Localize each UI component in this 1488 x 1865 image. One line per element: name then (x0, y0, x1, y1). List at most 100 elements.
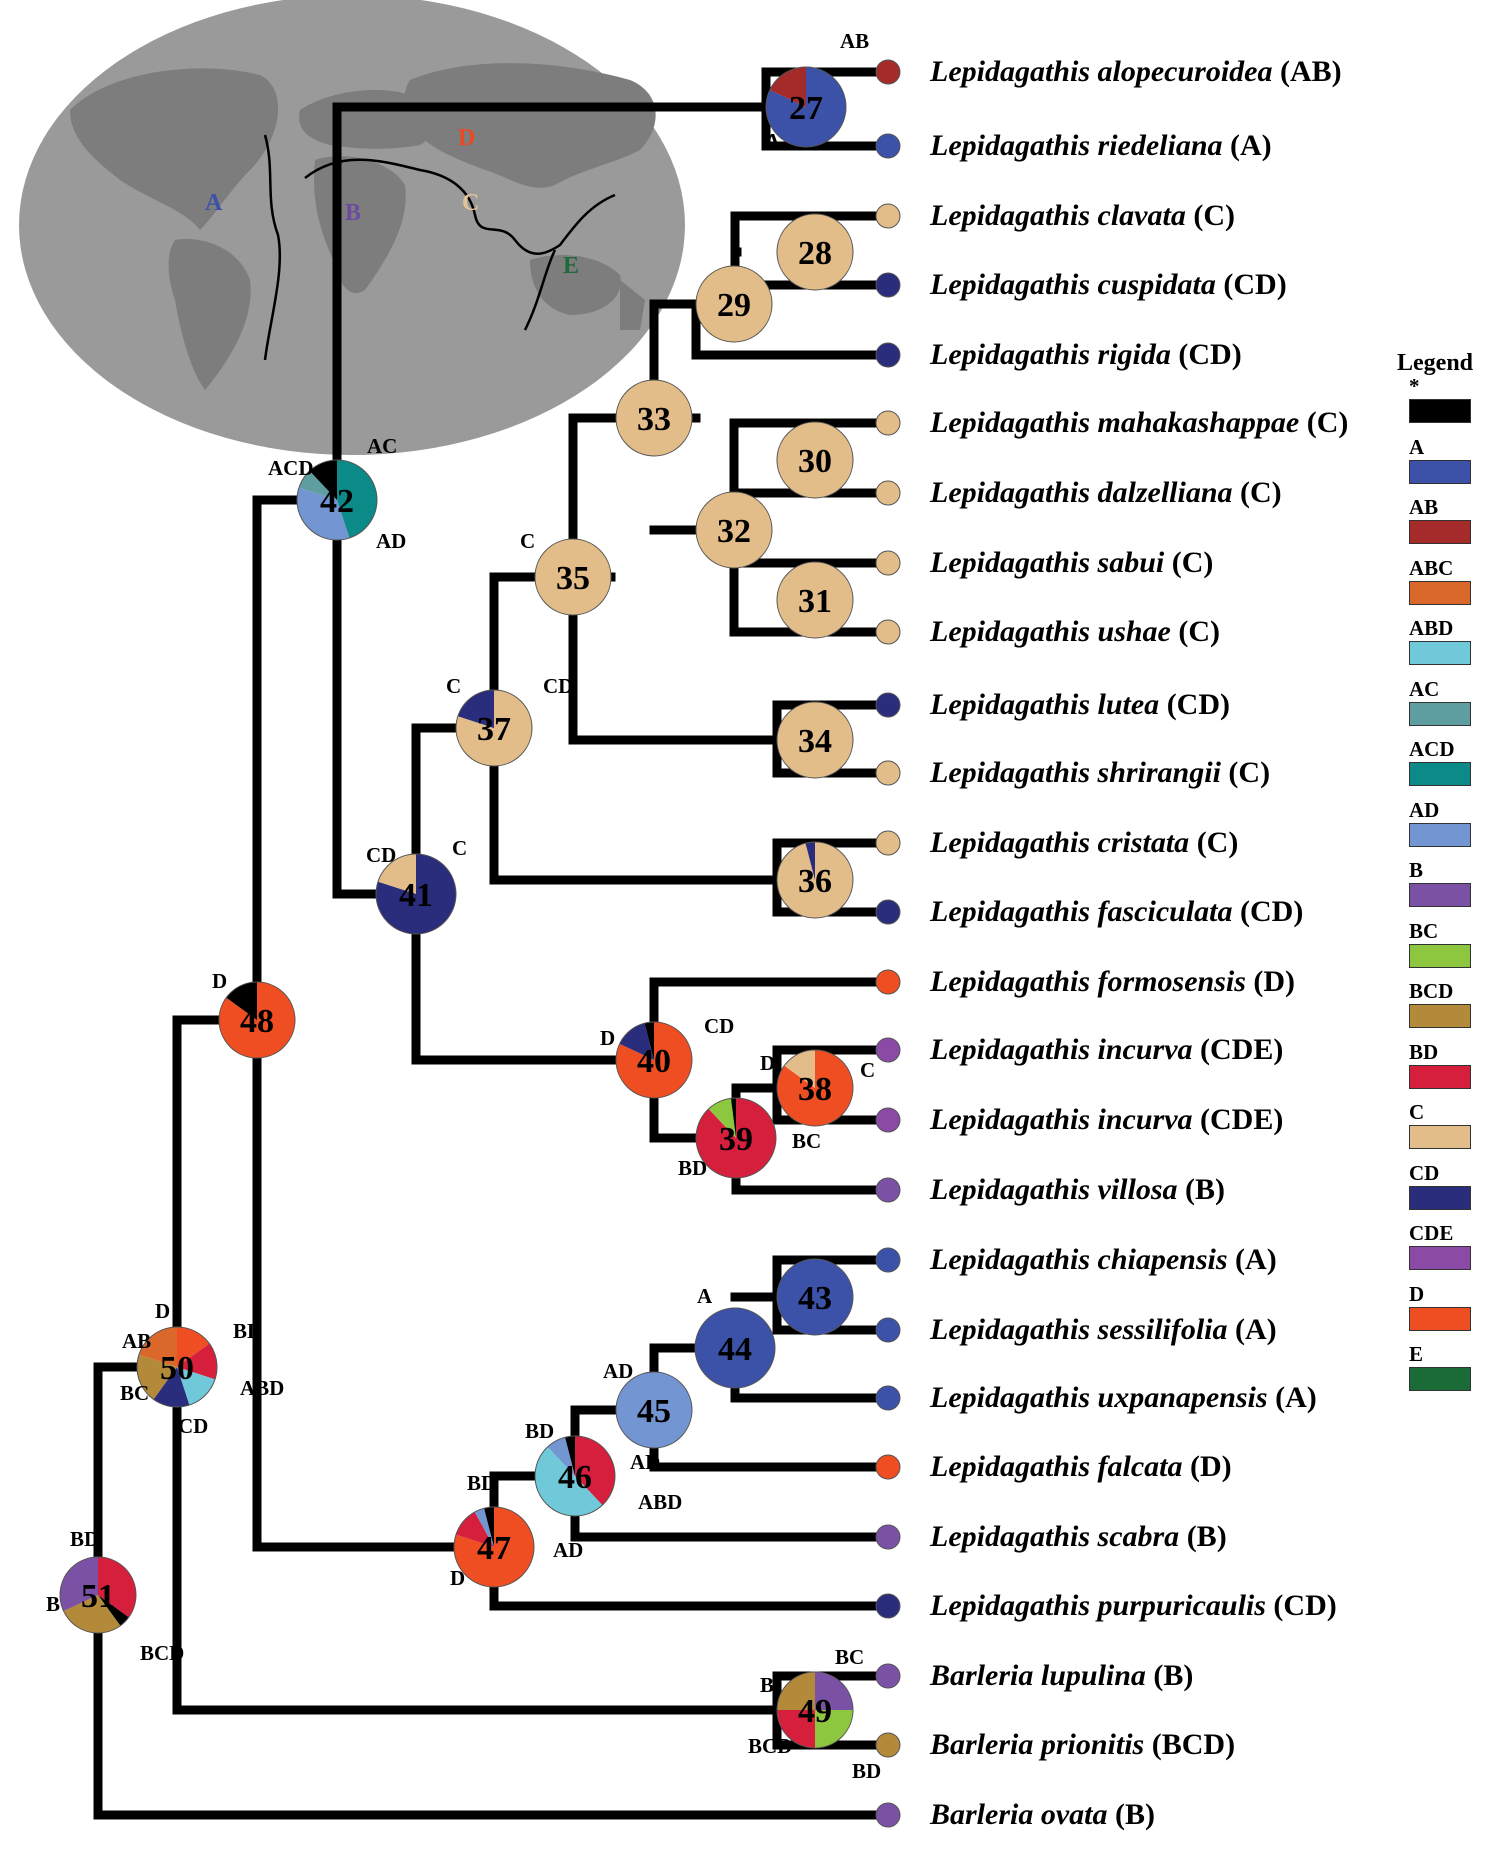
tip-genus: Lepidagathis (930, 199, 1091, 232)
branch-segment (761, 67, 893, 112)
node-area-label: BCD (748, 1734, 792, 1758)
node-pie-35: 35C (520, 529, 612, 616)
tip-range: (AB) (1280, 55, 1342, 88)
branch-segment (772, 1671, 893, 1715)
node-area-label: BD (70, 1527, 99, 1551)
map-region-label-b: B (345, 200, 361, 226)
node-area-label: C (446, 674, 461, 698)
tip-genus: Lepidagathis (930, 1173, 1091, 1206)
branch-segment (729, 418, 893, 465)
tip-dot (875, 969, 901, 995)
pie-slice (784, 1050, 815, 1088)
tip-species: sabui (1097, 546, 1165, 579)
tip-label: Lepidagathis rigida (CD) (930, 335, 1242, 375)
legend-label: ACD (1409, 737, 1455, 761)
node-number: 27 (789, 90, 823, 127)
pie-slice (730, 1098, 736, 1138)
tip-dot (875, 272, 901, 298)
tip-genus: Lepidagathis (930, 1589, 1091, 1622)
legend-swatch (1409, 1064, 1471, 1089)
tip-range: (CD) (1223, 268, 1287, 301)
tip-species: cuspidata (1097, 268, 1216, 301)
tip-species: alopecuroidea (1097, 55, 1273, 88)
pie-outline (218, 981, 296, 1059)
tip-dot (875, 203, 901, 229)
node-pie-32: 32 (695, 491, 773, 569)
tip-dot (875, 619, 901, 645)
map-region-label-e: E (563, 253, 579, 279)
tip-dot (875, 1107, 901, 1133)
tip-dot (875, 1454, 901, 1480)
pie-slice (98, 1595, 129, 1626)
tip-species: clavata (1097, 199, 1186, 232)
tip-label: Lepidagathis purpuricaulis (CD) (930, 1586, 1337, 1626)
branch-segment (772, 1045, 893, 1093)
pie-slice (136, 1354, 177, 1400)
tip-range: (B) (1185, 1173, 1226, 1206)
legend-swatch (1409, 641, 1471, 665)
node-number: 37 (477, 711, 511, 748)
pie-slice (776, 213, 854, 291)
tip-range: (B) (1153, 1659, 1194, 1692)
node-area-label: ABD (638, 1490, 682, 1514)
pie-slice (615, 379, 693, 457)
tip-label: Lepidagathis riedeliana (A) (930, 126, 1272, 166)
tip-genus: Lepidagathis (930, 965, 1091, 998)
tip-genus: Lepidagathis (930, 1243, 1091, 1276)
tip-species: lutea (1097, 688, 1160, 721)
tip-genus: Lepidagathis (930, 615, 1091, 648)
pie-slice (776, 701, 854, 779)
legend-label: AD (1409, 797, 1440, 822)
node-area-label: CD (366, 843, 396, 867)
pie-slice (575, 1436, 615, 1506)
tip-species: chiapensis (1097, 1243, 1228, 1276)
world-map: A B C D E (19, 0, 685, 455)
legend-swatch (1409, 943, 1471, 968)
node-area-label: BD (467, 1471, 496, 1495)
tip-range: (D) (1253, 965, 1296, 998)
branch-segment (691, 299, 893, 360)
tip-dot (875, 410, 901, 436)
tip-species: rigida (1097, 338, 1171, 371)
tip-label: Lepidagathis formosensis (D) (930, 962, 1295, 1002)
node-number: 48 (240, 1003, 274, 1040)
pie-slice (226, 982, 257, 1020)
legend-swatch (1409, 701, 1471, 726)
map-region-label-a: A (205, 190, 223, 216)
node-pie-30: 30 (776, 421, 854, 499)
node-pie-28: 28 (776, 213, 854, 291)
tip-label: Lepidagathis shrirangii (C) (930, 753, 1270, 793)
tip-range: (A) (1275, 1381, 1317, 1414)
tip-dot (875, 1524, 901, 1550)
pie-slice (777, 842, 854, 918)
tip-range: (CD) (1240, 895, 1304, 928)
node-number: 35 (556, 560, 590, 597)
pie-slice (63, 1595, 121, 1633)
tip-range: (D) (1190, 1450, 1232, 1483)
legend-swatch (1409, 520, 1471, 544)
tip-label: Barleria prionitis (BCD) (930, 1725, 1235, 1765)
tip-dot (875, 830, 901, 856)
tip-species: fasciculata (1097, 895, 1233, 928)
legend-label: ABD (1409, 616, 1454, 640)
branch-segment (772, 1705, 893, 1750)
pie-slice (815, 1710, 853, 1748)
tip-species: formosensis (1097, 965, 1246, 998)
branch-segment (772, 875, 893, 917)
legend-label: AC (1409, 676, 1440, 701)
node-area-label: BC (835, 1645, 864, 1669)
node-area-label: ACD (268, 456, 314, 480)
node-area-label: AB (122, 1329, 151, 1353)
pie-slice (777, 1672, 815, 1710)
tip-genus: Lepidagathis (930, 338, 1091, 371)
tip-label: Barleria ovata (B) (930, 1795, 1155, 1835)
tip-label: Lepidagathis chiapensis (A) (930, 1240, 1277, 1280)
